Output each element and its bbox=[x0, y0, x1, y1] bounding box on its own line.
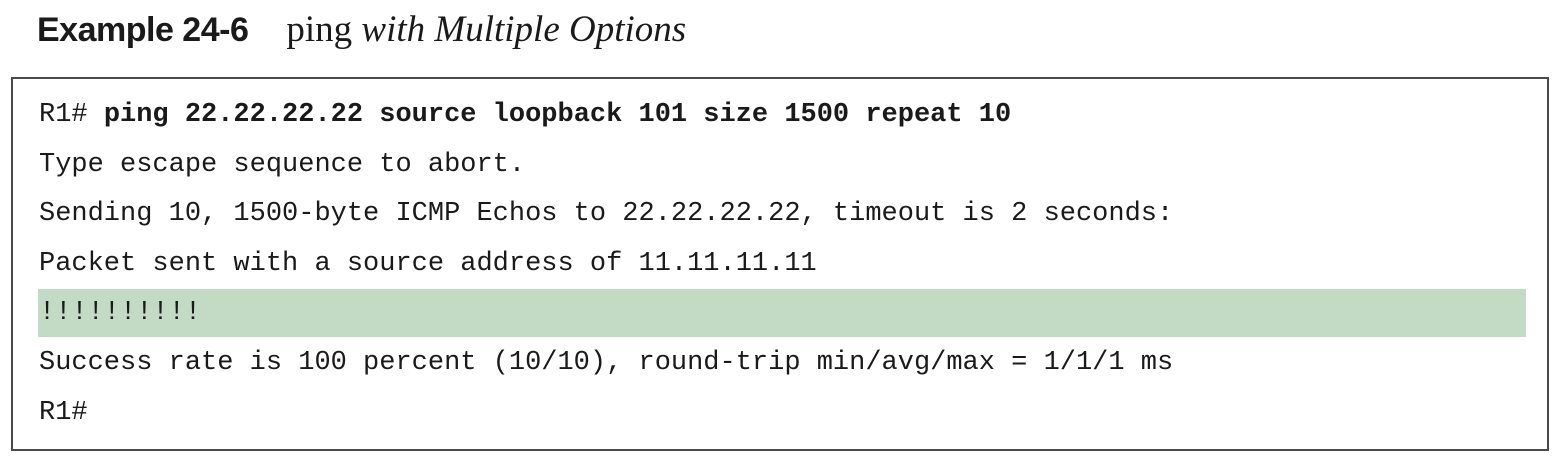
title-command: ping bbox=[286, 9, 353, 50]
cli-prompt: R1# bbox=[39, 100, 104, 130]
example-number: Example 24-6 bbox=[37, 11, 249, 49]
code-line-sending: Sending 10, 1500-byte ICMP Echos to 22.2… bbox=[39, 199, 1174, 229]
code-line-success-rate: Success rate is 100 percent (10/10), rou… bbox=[39, 348, 1174, 378]
code-line-final-prompt: R1# bbox=[39, 398, 88, 428]
code-line-escape: Type escape sequence to abort. bbox=[39, 150, 526, 180]
code-line-command: R1# ping 22.22.22.22 source loopback 101… bbox=[38, 91, 1526, 139]
example-title: ping with Multiple Options bbox=[286, 8, 686, 51]
cli-command: ping 22.22.22.22 source loopback 101 siz… bbox=[103, 100, 1012, 130]
example-caption: Example 24-6 ping with Multiple Options bbox=[37, 8, 686, 54]
code-line-source: Packet sent with a source address of 11.… bbox=[39, 249, 817, 279]
code-line-success-marks: !!!!!!!!!! bbox=[38, 289, 1526, 337]
code-listing: R1# ping 22.22.22.22 source loopback 101… bbox=[11, 77, 1549, 451]
title-description: with Multiple Options bbox=[352, 9, 687, 50]
